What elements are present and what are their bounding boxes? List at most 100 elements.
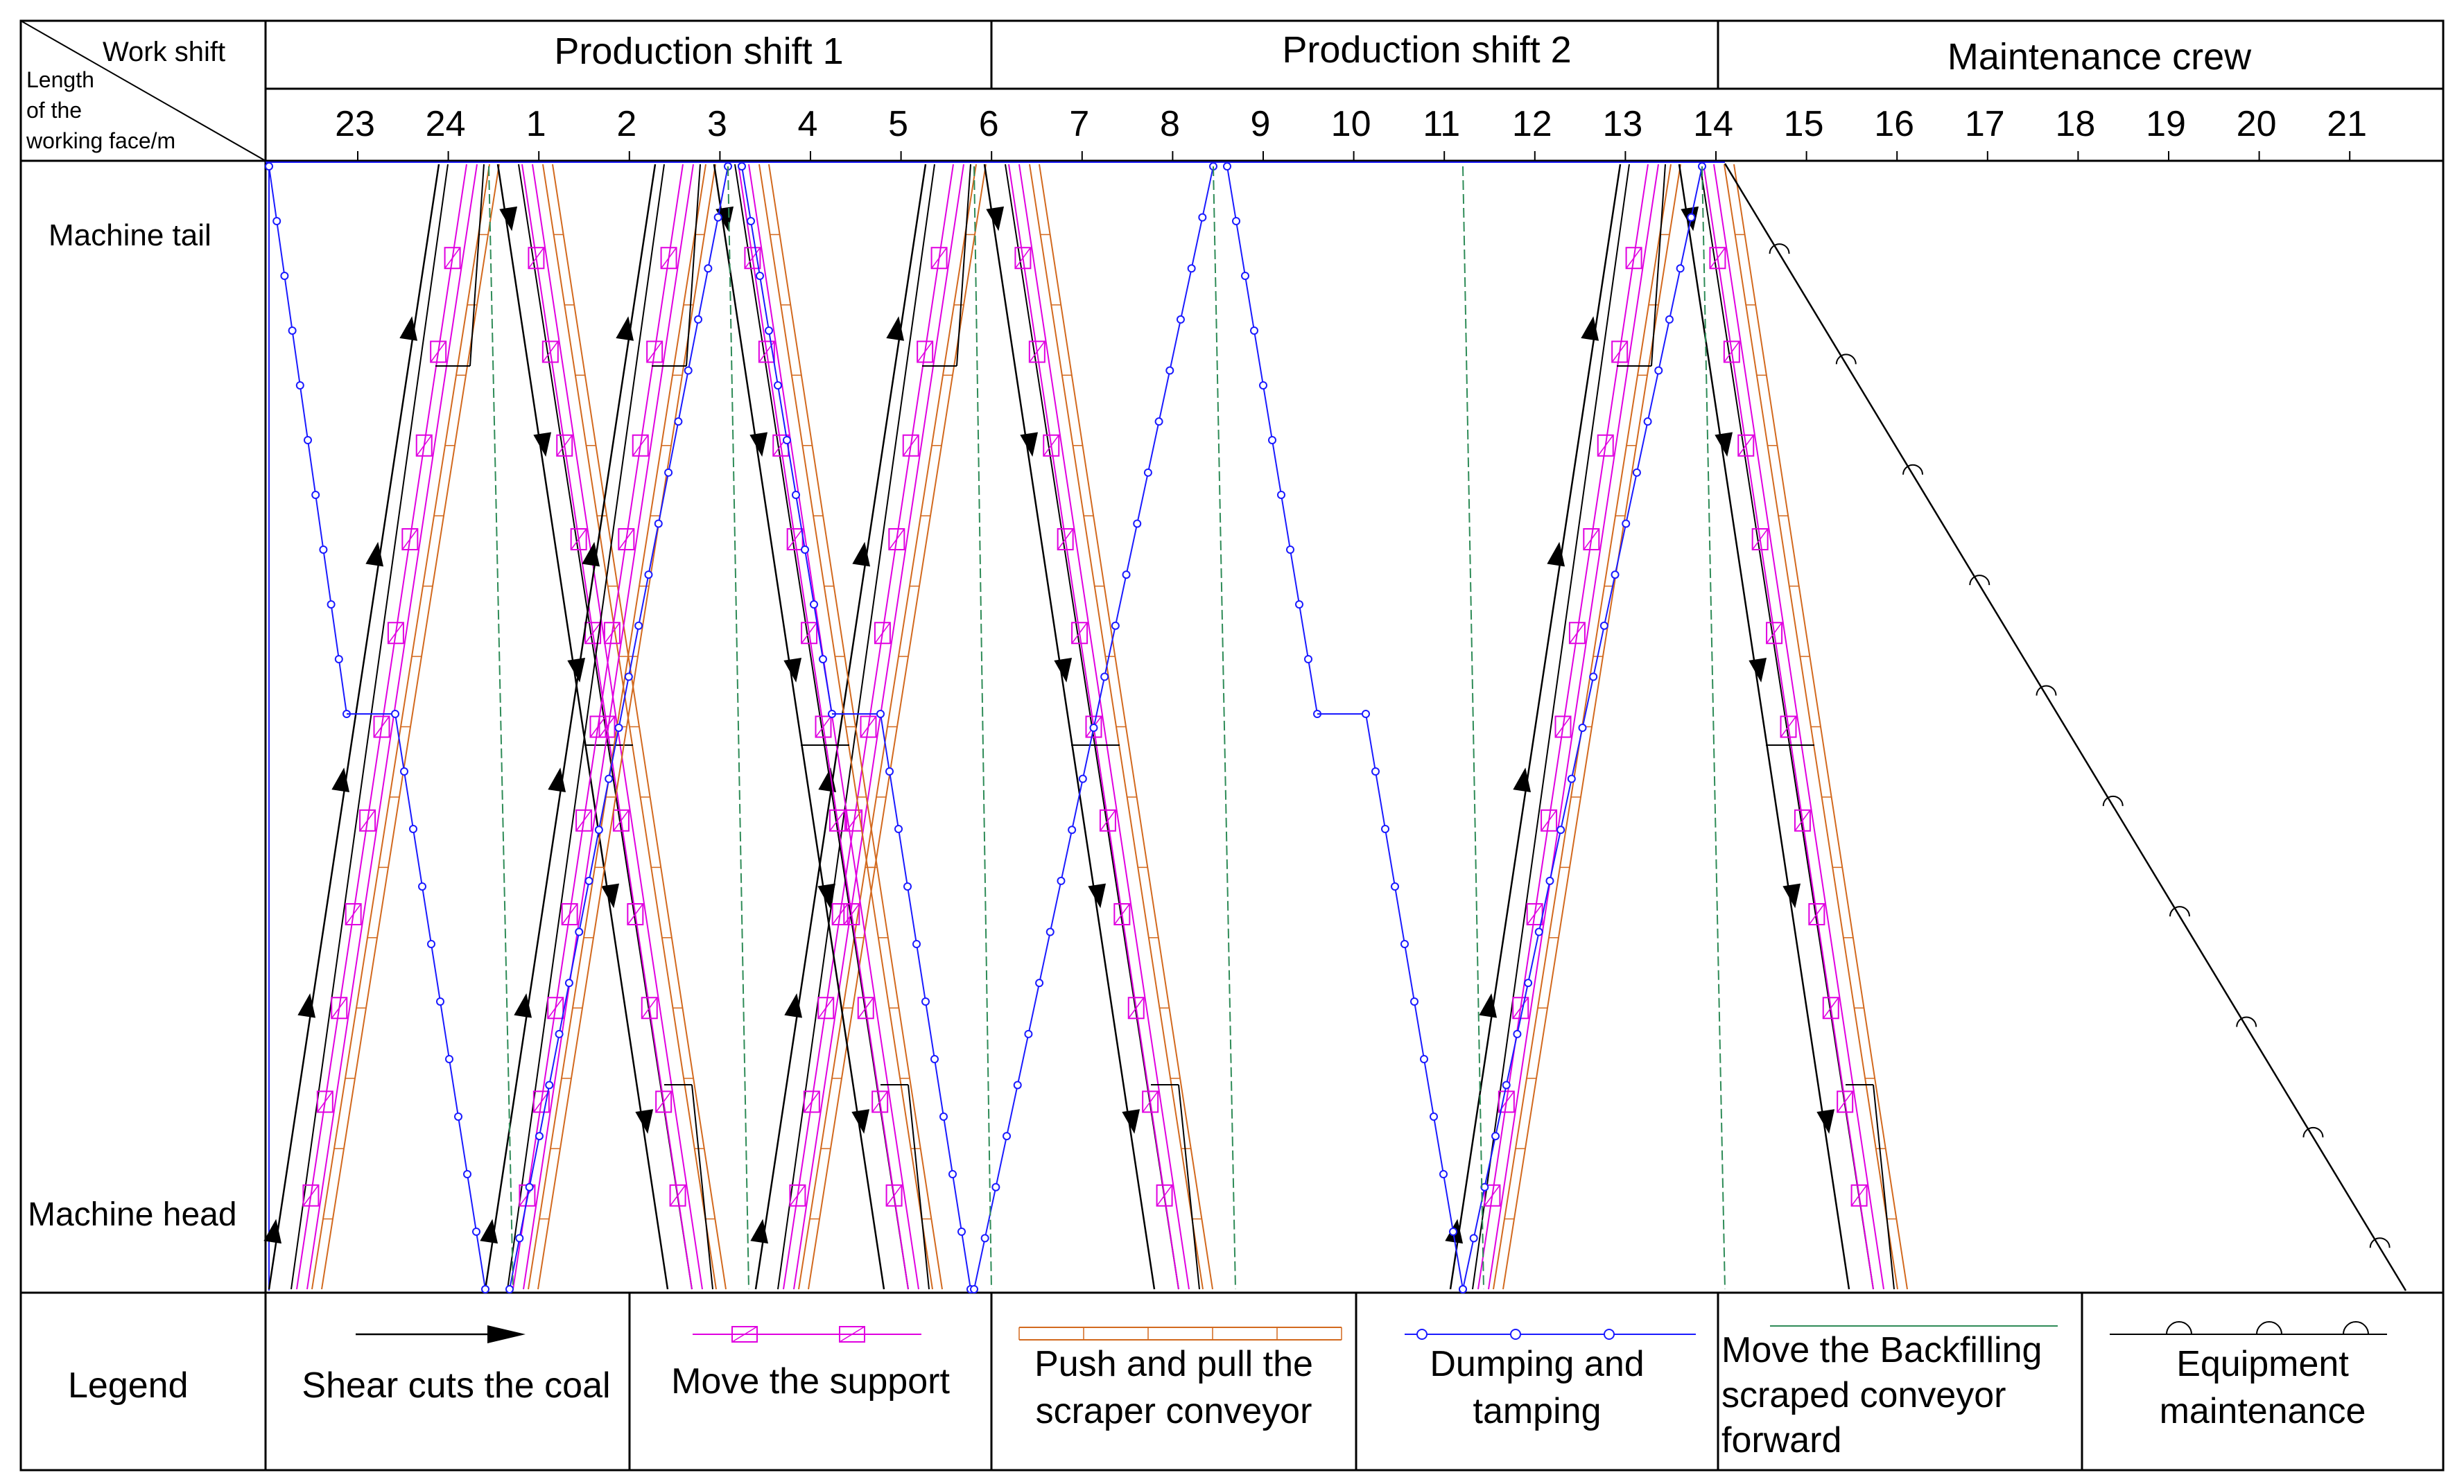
dumping-node [1676, 264, 1685, 273]
dumping-node [1259, 381, 1267, 390]
support-marker-slash [1611, 341, 1628, 363]
support-marker-slash [1808, 903, 1825, 925]
support-marker-slash [871, 1091, 888, 1112]
backfill-line [1213, 166, 1236, 1290]
dumping-node [1068, 826, 1077, 835]
dumping-node [894, 825, 903, 833]
dumping-node [1268, 436, 1276, 444]
support-marker [885, 1184, 903, 1207]
shift-1-title: Production shift 1 [554, 30, 843, 72]
dumping-node [418, 882, 426, 891]
dumping-node [1567, 774, 1576, 783]
shear-arrow-down [1020, 432, 1039, 457]
support-marker-slash [401, 528, 418, 550]
support-marker [1028, 340, 1046, 363]
support-marker [556, 434, 573, 457]
hour-label-12: 12 [1512, 104, 1552, 144]
dumping-node [472, 1228, 480, 1236]
hour-label-4: 4 [798, 104, 818, 144]
dumping-node [1589, 672, 1598, 681]
support-marker-slash [533, 1091, 550, 1112]
legend-support-marker [731, 1326, 758, 1343]
shear-arrow-up [1479, 993, 1498, 1018]
dumping-node [991, 1182, 1000, 1191]
hour-label-24: 24 [426, 104, 466, 144]
dumping-node [1304, 655, 1312, 663]
support-marker-slash [1752, 528, 1769, 550]
support-marker-slash [885, 1185, 903, 1207]
dumping-node [1654, 366, 1663, 375]
dumping-node [1439, 1170, 1448, 1178]
support-marker-slash [888, 528, 905, 550]
hour-label-3: 3 [707, 104, 727, 144]
legend-label-shear-0: Shear cuts the coal [302, 1365, 610, 1406]
support-marker [1850, 1184, 1868, 1207]
support-marker [570, 528, 587, 550]
support-marker-slash [1597, 435, 1614, 457]
shear-arrow-down [1715, 432, 1733, 457]
support-marker [860, 715, 877, 738]
dumping-node [1371, 767, 1380, 776]
shear-arrow-up [297, 993, 316, 1018]
dumping-node [957, 1228, 966, 1236]
support-marker [345, 903, 362, 925]
shear-arrow-up [399, 316, 418, 341]
dumping-node [1430, 1112, 1438, 1121]
dumping-node [1295, 600, 1303, 609]
hour-label-8: 8 [1160, 104, 1180, 144]
support-marker [1142, 1090, 1159, 1113]
dumping-node [1622, 519, 1631, 528]
shear-arrow-down [1054, 658, 1073, 683]
dumping-node [1100, 672, 1109, 681]
support-marker [1751, 528, 1769, 550]
dumping-node [713, 213, 722, 222]
maintenance-marker [1835, 353, 1857, 365]
dumping-node [1286, 545, 1294, 554]
dumping-node [1250, 326, 1258, 335]
dumping-node [1111, 621, 1120, 630]
support-marker [387, 622, 404, 645]
support-marker [801, 622, 818, 645]
dumping-node [1122, 570, 1131, 579]
support-marker-slash [598, 716, 616, 737]
support-marker [1723, 340, 1740, 363]
support-marker-slash [1554, 716, 1572, 737]
support-marker-slash [917, 341, 933, 363]
dumping-node [939, 1112, 948, 1121]
shear-arrow-down [749, 432, 768, 457]
dumping-node [265, 162, 273, 171]
support-marker-slash [787, 528, 804, 550]
shear-arrow-up [1581, 316, 1599, 341]
legend-dump-node [1604, 1329, 1615, 1340]
dumping-node [295, 381, 304, 390]
legend-label-backfill-2: forward [1721, 1420, 1841, 1460]
support-marker-slash [832, 903, 849, 925]
support-marker-slash [641, 997, 658, 1019]
dumping-node [436, 997, 444, 1006]
corner-bottom-line-2: of the [26, 98, 82, 123]
dumping-node [774, 381, 782, 390]
dumping-node [1003, 1132, 1012, 1141]
support-marker-slash [618, 528, 634, 550]
maintenance-title: Maintenance crew [1947, 36, 2252, 78]
dumping-node [664, 468, 673, 477]
shear-turn [908, 1084, 930, 1290]
dumping-node [1024, 1029, 1033, 1038]
dumping-node [288, 326, 297, 335]
support-marker-slash [660, 247, 677, 269]
dumping-node [1381, 825, 1389, 833]
legend-maint-marker [2343, 1321, 2369, 1335]
dumping-node [391, 710, 399, 718]
support-line-2 [1018, 164, 1190, 1290]
shear-arrow-up [365, 541, 384, 567]
support-marker [373, 715, 390, 738]
support-marker-slash [829, 810, 846, 832]
dumping-node [1578, 724, 1587, 732]
support-marker-slash [562, 903, 578, 925]
support-marker-slash [789, 1185, 806, 1207]
support-marker [561, 903, 578, 925]
dumping-node [747, 217, 755, 225]
support-marker [1794, 809, 1811, 832]
dumping-node [481, 1285, 489, 1293]
dumping-node [912, 940, 921, 948]
